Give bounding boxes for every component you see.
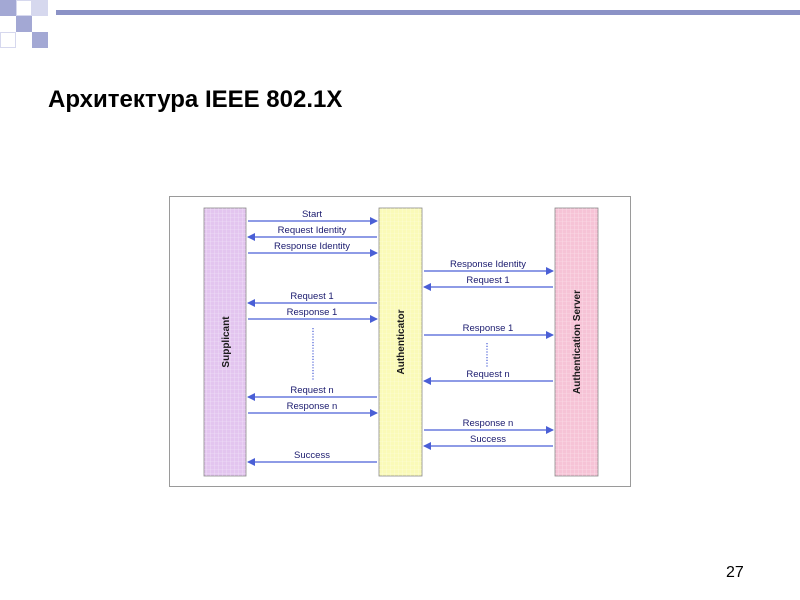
message-label: Success <box>470 434 506 445</box>
lifeline-server: Authentication Server <box>554 207 599 477</box>
message-10: Response n <box>248 401 378 417</box>
lifeline-supplicant: Supplicant <box>203 207 247 477</box>
message-7: Response 1 <box>424 323 554 339</box>
decor-square <box>16 16 32 32</box>
message-label: Request n <box>290 385 333 396</box>
message-label: Response Identity <box>274 241 350 252</box>
message-11: Response n <box>424 418 554 434</box>
message-12: Success <box>423 434 553 450</box>
message-13: Success <box>247 450 377 466</box>
message-label: Start <box>302 209 322 220</box>
supplicant-label: Supplicant <box>221 316 232 368</box>
message-2: Response Identity <box>248 241 378 257</box>
lifeline-authenticator: Authenticator <box>378 207 423 477</box>
authenticator-label: Authenticator <box>396 309 407 374</box>
diagram-canvas: Supplicant Authenticator Authentication … <box>203 207 599 477</box>
message-label: Request n <box>466 369 509 380</box>
server-label: Authentication Server <box>572 290 583 394</box>
message-label: Request 1 <box>466 275 509 286</box>
message-label: Request Identity <box>278 225 347 236</box>
sequence-diagram: Supplicant Authenticator Authentication … <box>169 196 631 487</box>
decor-square <box>32 32 48 48</box>
message-8: Request n <box>423 369 553 385</box>
message-5: Request 1 <box>247 291 377 307</box>
slide-title: Архитектура IEEE 802.1X <box>48 86 343 113</box>
decor-square <box>32 0 48 16</box>
message-label: Response Identity <box>450 259 526 270</box>
message-6: Response 1 <box>248 307 378 323</box>
decor-square <box>16 0 32 16</box>
message-4: Request 1 <box>423 275 553 291</box>
message-label: Request 1 <box>290 291 333 302</box>
message-label: Response n <box>287 401 338 412</box>
message-3: Response Identity <box>424 259 554 275</box>
message-label: Response n <box>463 418 514 429</box>
top-rule <box>56 10 800 15</box>
corner-decoration <box>0 0 80 60</box>
decor-square <box>0 0 16 16</box>
page-number: 27 <box>726 564 744 581</box>
message-label: Success <box>294 450 330 461</box>
message-0: Start <box>248 209 378 225</box>
message-label: Response 1 <box>463 323 514 334</box>
decor-square <box>0 32 16 48</box>
message-1: Request Identity <box>247 225 377 241</box>
message-label: Response 1 <box>287 307 338 318</box>
message-9: Request n <box>247 385 377 401</box>
